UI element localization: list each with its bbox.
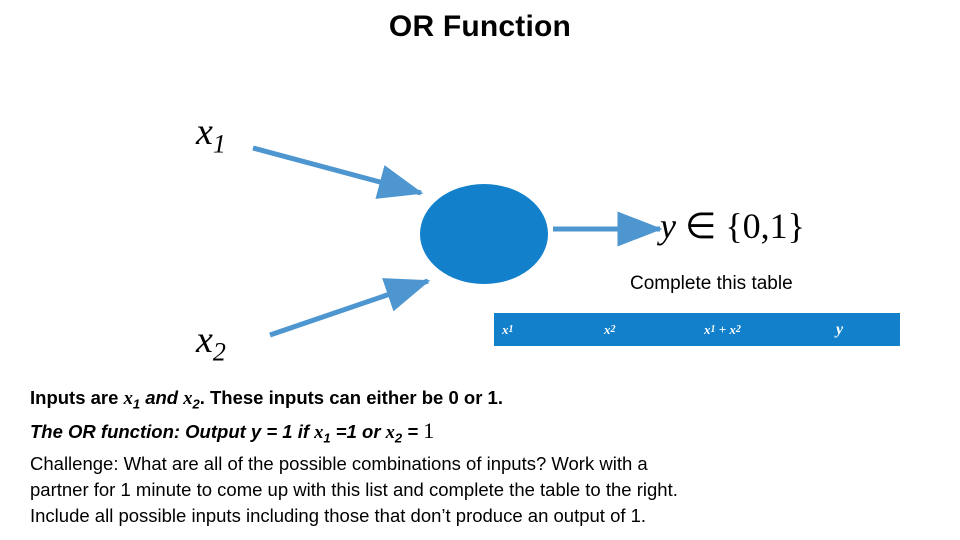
input-label-x2-sub: 2 [212, 337, 226, 367]
arrow-x2-to-neuron [269, 278, 431, 338]
input-label-x1: x1 [196, 110, 226, 160]
neuron-circle [420, 184, 548, 284]
body-text-block: Inputs are x1 and x2. These inputs can e… [30, 385, 935, 529]
output-formula: y ∈ {0,1} [660, 205, 805, 247]
table-header-sum-plus: + [715, 321, 730, 337]
input-label-x2-base: x [196, 319, 213, 361]
table-header-x1-base: x [502, 321, 509, 337]
table-header-sum-x2-sub: 2 [735, 324, 741, 335]
table-header-sum-x2: x [729, 321, 736, 337]
input-label-x1-base: x [196, 111, 213, 153]
output-formula-set: {0,1} [725, 206, 805, 246]
page-title: OR Function [388, 10, 572, 43]
table-header-x2-sub: 2 [610, 324, 616, 335]
input-label-x2: x2 [196, 318, 226, 368]
table-header-y: y [836, 320, 844, 338]
input-label-x1-sub: 1 [212, 129, 226, 159]
output-formula-variable: y [660, 206, 676, 246]
body-line-3: Challenge: What are all of the possible … [30, 453, 648, 475]
arrow-x1-to-neuron [252, 145, 424, 199]
complete-table-label: Complete this table [630, 273, 793, 294]
table-header-sum-x1: x [704, 321, 711, 337]
table-header-x1-sub: 1 [508, 324, 514, 335]
body-line-5: Include all possible inputs including th… [30, 505, 647, 527]
body-line-1: Inputs are x1 and x2. These inputs can e… [30, 387, 503, 412]
body-line-2: The OR function: Output y = 1 if x1 =1 o… [30, 417, 435, 446]
table-header-x2-base: x [604, 321, 611, 337]
body-line-4: partner for 1 minute to come up with thi… [30, 479, 678, 501]
output-formula-relation: ∈ [684, 206, 717, 246]
table-header-sum-x1-sub: 1 [710, 324, 716, 335]
